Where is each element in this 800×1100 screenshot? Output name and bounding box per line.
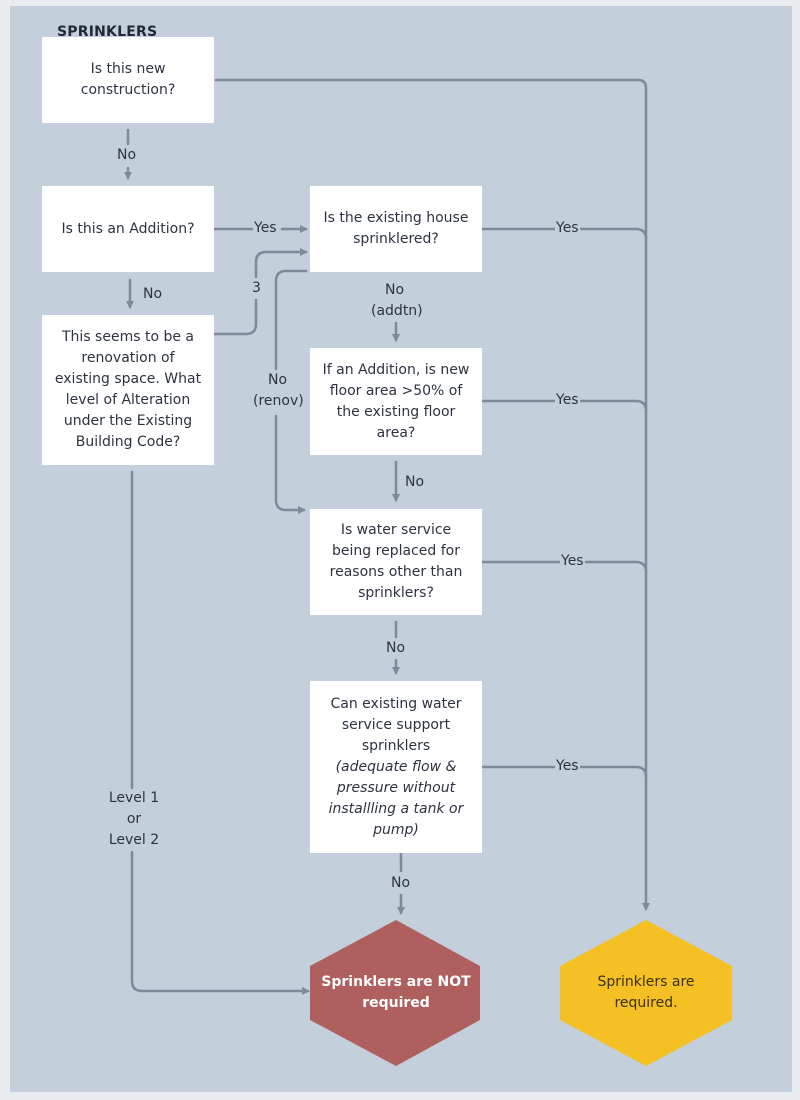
connector-support-yes-2 <box>579 765 648 779</box>
node-renovation: This seems to be a renovation of existin… <box>42 315 214 465</box>
node-support: Can existing water service support sprin… <box>310 681 482 853</box>
connector-new-to-required <box>214 78 650 911</box>
label-level-1: Level 1 <box>108 790 160 806</box>
label-renov: (renov) <box>252 391 305 412</box>
label-yes-support: Yes <box>555 756 580 777</box>
diagram-title: SPRINKLERS <box>57 24 158 40</box>
label-yes-addition: Yes <box>253 218 278 239</box>
label-no-addtn: No <box>384 280 406 301</box>
label-no-renov: No <box>267 370 289 391</box>
outcome-required: Sprinklers are required. <box>597 974 695 1011</box>
node-addition: Is this an Addition? <box>42 186 214 272</box>
connector-water-yes-2 <box>584 560 648 574</box>
node-existing-sprinklered: Is the existing house sprinklered? <box>310 186 482 272</box>
connector-existing-no-renov <box>274 269 308 372</box>
flowchart-canvas: SPRINKLERS <box>10 6 792 1092</box>
label-yes-sprinklered: Yes <box>555 218 580 239</box>
label-yes-water: Yes <box>560 551 585 572</box>
required-hexagon <box>560 920 732 1066</box>
node-water-service: Is water service being replaced for reas… <box>310 509 482 615</box>
not-required-hexagon <box>310 920 480 1066</box>
label-addtn: (addtn) <box>370 301 424 322</box>
label-three: 3 <box>251 278 262 299</box>
label-no-water: No <box>385 638 407 659</box>
node-new-construction: Is this new construction? <box>42 37 214 123</box>
outcome-not-required: Sprinklers are NOT required <box>321 974 471 1011</box>
connector-floor-yes-2 <box>579 399 648 413</box>
connector-existing-no-renov-2 <box>274 414 306 514</box>
label-yes-floor: Yes <box>555 390 580 411</box>
connector-renovation-level-2 <box>130 850 310 995</box>
connectors <box>124 78 732 1066</box>
label-no-addition: No <box>142 284 164 305</box>
label-no-new: No <box>116 145 138 166</box>
connector-existing-yes-2 <box>579 227 648 241</box>
label-no-floor: No <box>404 472 426 493</box>
node-floor-area: If an Addition, is new floor area >50% o… <box>310 348 482 455</box>
label-or: or <box>126 811 142 827</box>
label-level-2: Level 2 <box>108 832 160 848</box>
label-no-support: No <box>390 873 412 894</box>
